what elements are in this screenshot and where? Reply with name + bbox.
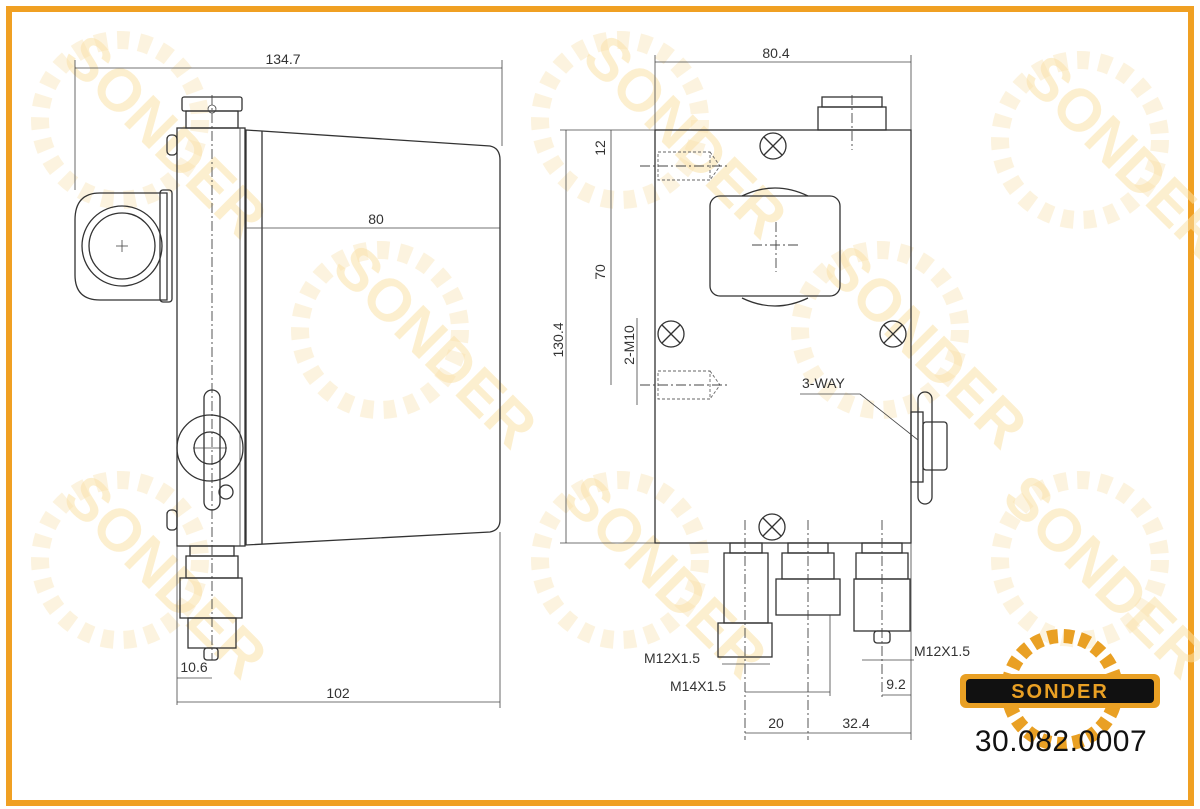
side-view: 134.7 80 10.6 102 (74, 51, 503, 708)
watermark-text-2: SONDER (321, 232, 550, 461)
part-number: 30.082.0007 (975, 725, 1147, 758)
mount-hole (81, 205, 163, 287)
sonder-logo: SONDER (960, 629, 1160, 751)
bolt-marks (657, 132, 907, 541)
port-right (853, 520, 911, 700)
thread-holes-label: 2-M10 (621, 325, 637, 365)
dim-tank-depth: 80 (246, 211, 500, 229)
dim-9-2-label: 9.2 (886, 676, 906, 692)
dim-port-spacing: 20 32.4 (745, 715, 911, 734)
sight-window (709, 195, 841, 297)
dim-32-4-label: 32.4 (842, 715, 869, 731)
port-left-label: M12X1.5 (644, 650, 700, 666)
dim-height: 130.4 (550, 129, 655, 544)
valve-knob (176, 389, 244, 511)
dim-fitting-offset: 10.6 (176, 546, 212, 705)
port-left (717, 520, 773, 740)
dim-top-offset: 12 (592, 130, 612, 166)
watermark-pattern: SONDER SONDER SONDER SONDER SONDER SONDE… (31, 22, 1200, 691)
dim-130-4-label: 130.4 (550, 322, 566, 357)
valve-callout: 3-WAY (800, 375, 919, 441)
watermark-text-7: SONDER (1011, 42, 1200, 271)
dim-width: 80.4 (654, 45, 912, 130)
front-view: 80.4 130.4 12 70 2-M10 (550, 45, 970, 740)
block-body (654, 129, 912, 544)
orange-frame (6, 6, 1194, 806)
dim-overall-width: 134.7 (74, 51, 503, 190)
tank-body (245, 129, 501, 546)
port-left-callout: M12X1.5 (644, 650, 770, 666)
dim-hole-spacing: 70 (592, 166, 612, 385)
dim-20-label: 20 (768, 715, 784, 731)
dim-80-4-label: 80.4 (762, 45, 789, 61)
port-middle (775, 520, 841, 740)
threaded-holes (640, 151, 728, 400)
dim-80-label: 80 (368, 211, 384, 227)
port-mid-label: M14X1.5 (670, 678, 726, 694)
dim-134-7-label: 134.7 (265, 51, 300, 67)
port-right-callout: M12X1.5 (862, 643, 970, 661)
port-mid-callout: M14X1.5 (670, 615, 831, 696)
dim-port-offset: 9.2 (882, 543, 912, 740)
port-right-label: M12X1.5 (914, 643, 970, 659)
three-way-valve (910, 391, 948, 505)
logo-text: SONDER (1011, 681, 1109, 703)
dim-70-label: 70 (592, 264, 608, 280)
valve-label: 3-WAY (802, 375, 845, 391)
dim-10-6-label: 10.6 (180, 659, 207, 675)
dim-102-label: 102 (326, 685, 350, 701)
dim-bottom-width: 102 (177, 532, 501, 708)
bottom-fitting (179, 545, 243, 661)
mount-bracket (74, 192, 168, 301)
dim-12-label: 12 (592, 140, 608, 156)
top-fitting (817, 95, 887, 150)
